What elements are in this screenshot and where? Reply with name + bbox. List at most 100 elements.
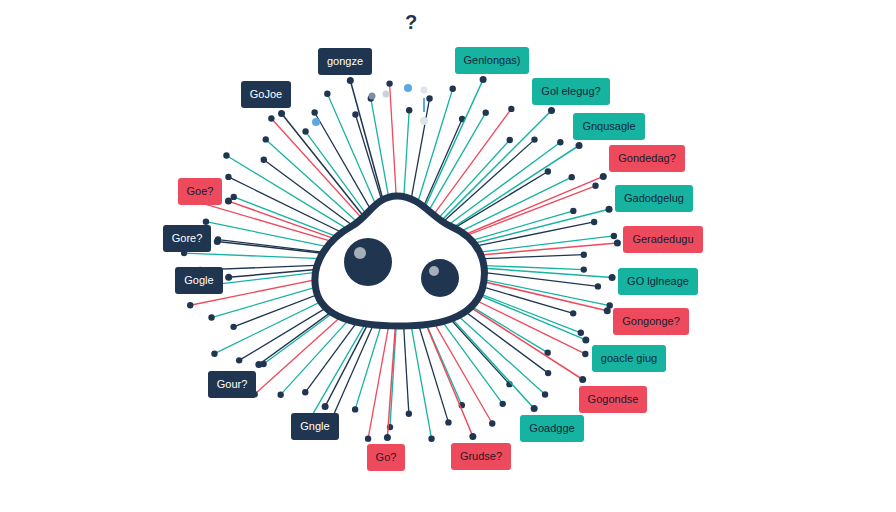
- radial-line: [234, 197, 346, 240]
- leader-dot: [225, 198, 232, 205]
- leader-dot: [322, 403, 329, 410]
- line-dot: [365, 435, 371, 441]
- leader-dot: [606, 206, 613, 213]
- label-box: Goadgge: [520, 415, 583, 442]
- label-box: Goe?: [178, 178, 223, 205]
- label-box: Geradedugu: [623, 226, 702, 253]
- line-dot: [450, 86, 456, 92]
- box-text: Gngle: [300, 420, 329, 432]
- line-dot: [324, 91, 330, 97]
- line-dot: [570, 208, 576, 214]
- box-text: Goadgge: [529, 422, 574, 434]
- leader-dot: [604, 307, 611, 314]
- label-box: Gngle: [291, 413, 338, 440]
- box-text: Goe?: [187, 185, 214, 197]
- line-dot: [570, 310, 576, 316]
- line-dot: [445, 419, 451, 425]
- label-box: Grudse?: [451, 443, 511, 470]
- line-dot: [557, 139, 563, 145]
- line-dot: [611, 233, 617, 239]
- line-dot: [230, 324, 236, 330]
- box-text: goacle giug: [601, 352, 657, 364]
- leader-dot: [347, 77, 354, 84]
- line-dot: [223, 152, 229, 158]
- line-dot: [581, 266, 587, 272]
- label-box: Genlongas): [455, 47, 530, 74]
- radial-line: [444, 142, 560, 228]
- mascot-blob: [315, 196, 485, 326]
- label-box: goacle giug: [592, 345, 666, 372]
- line-dot: [231, 194, 237, 200]
- radial-line: [426, 113, 486, 216]
- label-box: Gondedag?: [609, 145, 685, 172]
- line-dot: [428, 435, 434, 441]
- radial-line: [226, 155, 351, 231]
- label-box: Gnqusagle: [573, 113, 644, 140]
- line-dot: [581, 251, 587, 257]
- line-dot: [386, 80, 392, 86]
- box-text: Gore?: [172, 232, 203, 244]
- line-dot: [208, 314, 214, 320]
- leader-line: [420, 80, 483, 218]
- radial-line: [271, 118, 364, 221]
- line-dot: [578, 330, 584, 336]
- leader-line: [282, 114, 371, 226]
- radial-line: [436, 140, 510, 221]
- line-dot: [277, 391, 283, 397]
- dot: [312, 118, 320, 126]
- radial-line: [451, 177, 571, 236]
- box-text: Gour?: [217, 378, 248, 390]
- label-box: Gour?: [208, 371, 257, 398]
- mascot-eye-shine: [354, 247, 366, 259]
- box-text: Gol elegug?: [541, 85, 600, 97]
- mascot-eye: [344, 238, 392, 286]
- box-text: Gogle: [184, 274, 213, 286]
- line-dot: [545, 168, 551, 174]
- dot: [420, 117, 428, 125]
- line-dot: [426, 95, 432, 101]
- radial-line: [197, 202, 344, 245]
- line-dot: [263, 136, 269, 142]
- radial-line: [206, 222, 342, 250]
- leader-dot: [600, 173, 607, 180]
- question-mark: ?: [405, 11, 417, 34]
- line-dot: [507, 137, 513, 143]
- mascot-eye: [421, 259, 459, 297]
- leader-line: [446, 146, 579, 233]
- label-box: GO lglneage: [618, 268, 698, 295]
- line-dot: [203, 218, 209, 224]
- line-dot: [352, 406, 358, 412]
- radial-line: [306, 132, 370, 219]
- line-dot: [268, 115, 274, 121]
- leader-dot: [576, 142, 583, 149]
- leader-dot: [384, 434, 391, 441]
- leader-dot: [531, 405, 538, 412]
- leader-dot: [469, 433, 476, 440]
- line-dot: [483, 109, 489, 115]
- box-text: Gogondse: [588, 393, 639, 405]
- radial-line: [409, 312, 432, 438]
- line-dot: [595, 283, 601, 289]
- leader-dot: [225, 274, 232, 281]
- dot: [369, 93, 376, 100]
- box-text: GoJoe: [250, 88, 282, 100]
- line-dot: [591, 219, 597, 225]
- line-dot: [406, 411, 412, 417]
- box-text: Gadodgelug: [624, 192, 684, 204]
- label-box: Gore?: [163, 225, 212, 252]
- box-text: Gongonge?: [622, 315, 680, 327]
- line-dot: [545, 370, 551, 376]
- line-dot: [489, 420, 495, 426]
- line-dot: [508, 106, 514, 112]
- tick: [423, 98, 425, 112]
- line-dot: [225, 174, 231, 180]
- line-dot: [302, 389, 308, 395]
- box-text: Gondedag?: [618, 152, 676, 164]
- radial-line: [390, 84, 398, 211]
- box-text: GO lglneage: [627, 275, 689, 287]
- line-dot: [592, 183, 598, 189]
- box-text: Gnqusagle: [582, 120, 635, 132]
- label-box: Gogondse: [579, 386, 648, 413]
- radial-line: [415, 89, 453, 213]
